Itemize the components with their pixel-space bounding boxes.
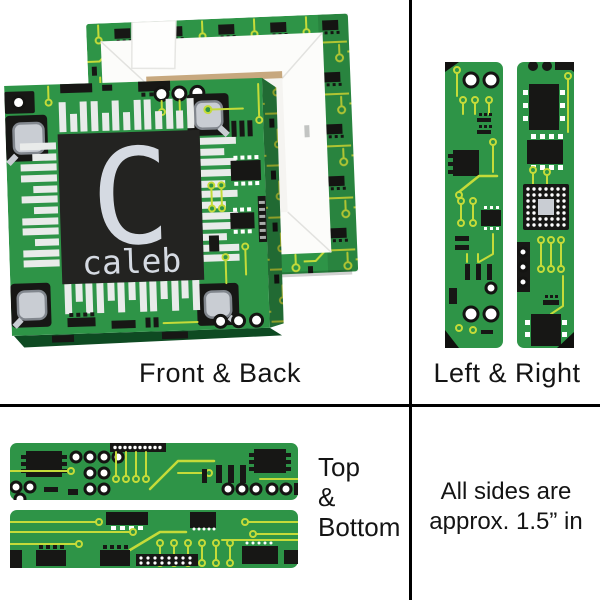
top-bottom-label: Top & Bottom (318, 452, 400, 542)
size-note-text: All sides are approx. 1.5” in (412, 477, 600, 537)
left-strip-art (445, 62, 503, 348)
right-strip-art (517, 62, 574, 348)
size-note-line2: approx. 1.5” in (429, 508, 583, 535)
bga-chip (523, 184, 569, 230)
top-bottom-panel: Top & Bottom (0, 407, 409, 600)
top-bottom-label-line3: Bottom (318, 512, 401, 542)
front-back-panel: C caleb (0, 0, 409, 404)
bottom-strip-art (10, 510, 298, 568)
size-note-line1: All sides are (440, 478, 572, 505)
top-bottom-label-line1: Top (318, 452, 360, 482)
right-side-strip-preview (517, 62, 574, 348)
size-note-panel: All sides are approx. 1.5” in (412, 407, 600, 600)
corner-pad-bottom-left (10, 282, 52, 329)
canvas-front-view: C caleb (4, 77, 284, 348)
center-chip: C caleb (57, 120, 205, 285)
corner-pad-top-right (186, 93, 230, 138)
left-right-panel: Left & Right (412, 0, 600, 404)
bottom-side-strip-preview (10, 510, 298, 568)
vertical-divider (409, 0, 412, 600)
horizontal-divider (0, 404, 600, 407)
chip-initial: C (89, 120, 173, 276)
top-side-strip-preview (10, 443, 298, 500)
canvas-front-art: C caleb (4, 77, 284, 348)
top-strip-art (10, 443, 298, 500)
chip-name: caleb (81, 241, 182, 283)
left-right-label: Left & Right (433, 358, 581, 388)
left-side-strip-preview (445, 62, 503, 348)
top-bottom-label-line2: & (318, 482, 336, 512)
front-back-label: Front & Back (138, 358, 302, 388)
